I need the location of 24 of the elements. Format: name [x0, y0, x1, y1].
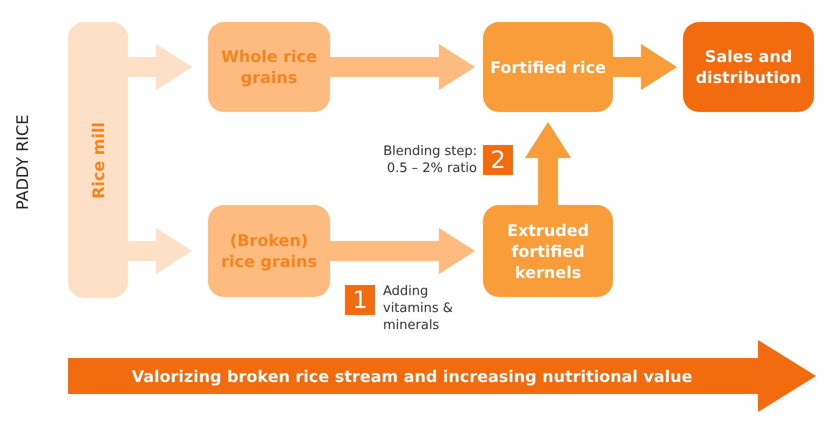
- step-number: 1: [345, 285, 375, 315]
- process-box: [683, 22, 814, 112]
- process-box: [208, 22, 330, 112]
- block-arrow: [128, 228, 192, 274]
- node-label: Rice mill: [88, 122, 108, 198]
- block-arrow: [128, 44, 192, 90]
- banner-text: Valorizing broken rice stream and increasing nutritional value: [132, 366, 692, 386]
- step-number: 2: [483, 145, 513, 175]
- block-arrow: [330, 228, 475, 274]
- process-box: [208, 205, 330, 297]
- node-label: Whole rice grains: [220, 46, 318, 88]
- banner-arrow: [68, 340, 816, 412]
- node-label: Extruded fortified kernels: [506, 220, 590, 282]
- side-label: PADDY RICE: [14, 114, 31, 210]
- block-arrow: [613, 44, 677, 90]
- mill-bar: [68, 22, 128, 298]
- node-label: (Broken) rice grains: [220, 230, 318, 272]
- node-label: Fortified rice: [489, 56, 607, 78]
- note-text: Adding vitamins & minerals: [383, 283, 454, 334]
- note-text: Blending step: 0.5 – 2% ratio: [382, 143, 477, 177]
- node-label: Sales and distribution: [694, 46, 802, 88]
- process-box: [483, 205, 613, 297]
- block-arrow: [330, 44, 475, 90]
- process-box: [483, 22, 613, 112]
